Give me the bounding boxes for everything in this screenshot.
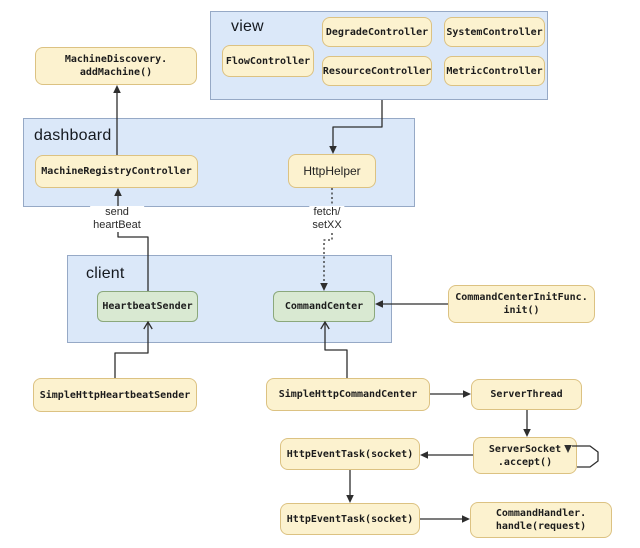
node-resource-controller: ResourceController <box>322 56 432 86</box>
container-dashboard-title: dashboard <box>34 127 112 144</box>
edge-label-fetch-setxx: fetch/setXX <box>309 206 345 232</box>
node-heartbeat-sender: HeartbeatSender <box>97 291 198 322</box>
node-flow-controller: FlowController <box>222 45 314 77</box>
node-command-center-init-func-text: init() <box>503 305 540 316</box>
node-flow-controller-text: FlowController <box>225 55 311 67</box>
node-machine-registry-controller: MachineRegistryController <box>35 155 198 188</box>
edge-label-fetch-setxx-text: fetch/ <box>313 206 341 218</box>
node-simple-http-heartbeat-sender: SimpleHttpHeartbeatSender <box>33 378 197 412</box>
edge-http-event-2-to-command-handler-arrowhead-icon <box>462 515 470 523</box>
node-http-event-task-2: HttpEventTask(socket) <box>280 503 420 535</box>
edge-registry-to-machine-discovery-arrowhead-icon <box>113 85 121 93</box>
edge-simple-command-to-server-thread-arrowhead-icon <box>463 390 471 398</box>
node-server-thread-text: ServerThread <box>490 389 563 400</box>
edge-http-event-1-to-http-event-2-arrowhead-icon <box>346 495 354 503</box>
node-http-helper-text: HttpHelper <box>303 163 361 178</box>
node-machine-discovery: MachineDiscovery. addMachine() <box>35 47 197 85</box>
node-metric-controller: MetricController <box>444 56 545 86</box>
node-http-helper: HttpHelper <box>288 154 376 188</box>
node-http-event-task-2-text: HttpEventTask(socket) <box>286 513 414 525</box>
node-command-center-init-func-text: CommandCenterInitFunc. <box>455 292 588 303</box>
node-simple-http-heartbeat-sender-text: SimpleHttpHeartbeatSender <box>39 389 191 401</box>
node-degrade-controller: DegradeController <box>322 17 432 47</box>
edge-label-fetch-setxx-text: setXX <box>312 219 342 231</box>
edge-server-socket-to-http-event-1-arrowhead-icon <box>420 451 428 459</box>
container-client-title: client <box>86 265 125 282</box>
node-heartbeat-sender-text: HeartbeatSender <box>102 301 193 312</box>
container-view-title: view <box>231 18 264 35</box>
node-server-socket-accept-text: ServerSocket <box>488 443 562 455</box>
node-simple-http-command-center-text: SimpleHttpCommandCenter <box>278 389 418 400</box>
node-machine-discovery-text: addMachine() <box>79 67 153 78</box>
edge-http-event-2-to-command-handler <box>420 515 470 523</box>
node-degrade-controller-text: DegradeController <box>325 26 429 38</box>
node-simple-http-command-center: SimpleHttpCommandCenter <box>266 378 430 411</box>
node-resource-controller-text: ResourceController <box>322 65 432 77</box>
edge-server-thread-to-server-socket <box>523 410 531 437</box>
node-http-event-task-1-text: HttpEventTask(socket) <box>286 448 414 460</box>
node-command-center: CommandCenter <box>273 291 375 322</box>
edge-label-send-heartbeat-text: send <box>105 206 129 218</box>
edge-label-send-heartbeat-text: heartBeat <box>93 219 141 231</box>
node-machine-registry-controller-text: MachineRegistryController <box>41 166 192 177</box>
node-machine-discovery-text: MachineDiscovery. <box>64 54 168 65</box>
node-http-event-task-1: HttpEventTask(socket) <box>280 438 420 470</box>
edge-simple-command-to-server-thread <box>430 390 471 398</box>
node-command-center-text: CommandCenter <box>284 301 364 312</box>
edge-server-socket-to-http-event-1 <box>420 451 473 459</box>
node-system-controller-text: SystemController <box>446 26 543 38</box>
node-command-handler: CommandHandler. handle(request) <box>470 502 612 538</box>
node-command-handler-text: handle(request) <box>495 521 587 532</box>
node-command-handler-text: CommandHandler. <box>495 508 587 519</box>
node-server-thread: ServerThread <box>471 379 582 410</box>
node-system-controller: SystemController <box>444 17 545 47</box>
node-server-socket-accept-text: .accept() <box>497 456 553 468</box>
node-metric-controller-text: MetricController <box>446 65 543 77</box>
edge-http-event-1-to-http-event-2 <box>346 470 354 503</box>
edge-server-thread-to-server-socket-arrowhead-icon <box>523 429 531 437</box>
node-command-center-init-func: CommandCenterInitFunc. init() <box>448 285 595 323</box>
node-server-socket-accept: ServerSocket.accept() <box>473 437 577 474</box>
